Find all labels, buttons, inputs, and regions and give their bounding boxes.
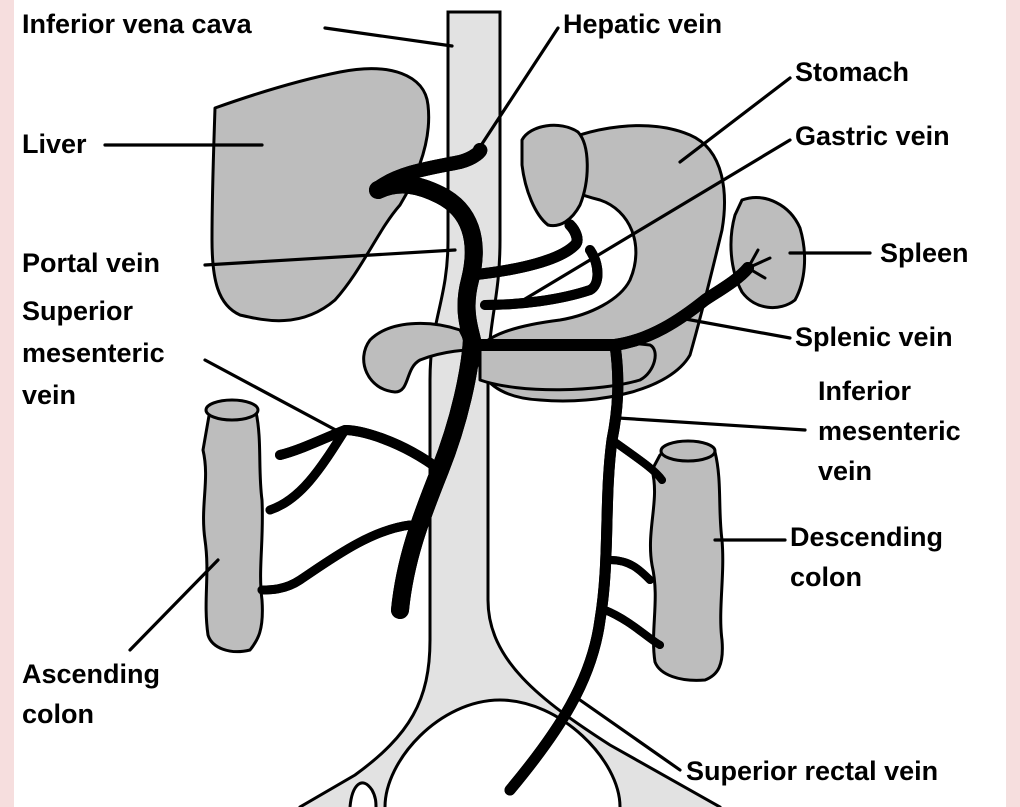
label-superior-mesenteric-line2: mesenteric	[22, 334, 165, 372]
label-ascending-colon-line1: Ascending	[22, 655, 160, 693]
label-inferior-mesenteric-line1: Inferior	[818, 372, 911, 410]
gastric-organ-shape	[522, 125, 587, 225]
label-spleen: Spleen	[880, 234, 969, 272]
label-superior-rectal-vein: Superior rectal vein	[686, 752, 938, 790]
label-stomach: Stomach	[795, 53, 909, 91]
label-ascending-colon-line2: colon	[22, 695, 94, 733]
label-superior-mesenteric-line3: vein	[22, 376, 76, 414]
label-splenic-vein: Splenic vein	[795, 318, 953, 356]
liver-shape	[212, 69, 429, 321]
label-portal-vein: Portal vein	[22, 244, 160, 282]
label-liver: Liver	[22, 125, 87, 163]
descending-colon-top	[661, 441, 715, 461]
ascending-colon-shape	[203, 403, 262, 652]
label-superior-mesenteric-line1: Superior	[22, 292, 133, 330]
label-gastric-vein: Gastric vein	[795, 117, 950, 155]
label-descending-colon-line2: colon	[790, 558, 862, 596]
label-descending-colon-line1: Descending	[790, 518, 943, 556]
leader-inferior-mesenteric	[618, 418, 805, 430]
label-inferior-mesenteric-line2: mesenteric	[818, 412, 961, 450]
label-inferior-vena-cava: Inferior vena cava	[22, 5, 252, 43]
label-inferior-mesenteric-line3: vein	[818, 452, 872, 490]
ascending-colon-top	[206, 400, 258, 420]
label-hepatic-vein: Hepatic vein	[563, 5, 722, 43]
leader-inferior-vena-cava	[325, 28, 452, 46]
